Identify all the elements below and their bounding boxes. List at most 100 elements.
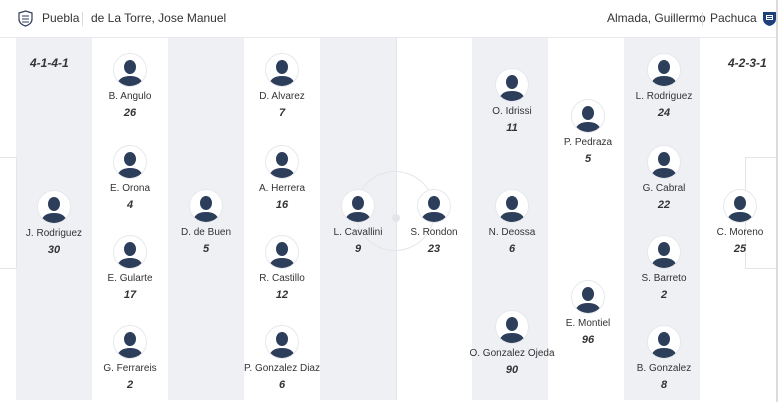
home-player-1[interactable]: J. Rodriguez 30 bbox=[0, 190, 109, 256]
player-avatar[interactable] bbox=[495, 68, 529, 102]
player-number: 16 bbox=[275, 199, 289, 211]
player-number: 2 bbox=[126, 379, 134, 391]
player-name[interactable]: G. Cabral bbox=[642, 183, 686, 194]
player-number: 17 bbox=[123, 289, 137, 301]
player-silhouette-icon bbox=[651, 242, 677, 268]
player-avatar[interactable] bbox=[417, 189, 451, 223]
player-name[interactable]: B. Gonzalez bbox=[636, 363, 692, 374]
away-player-9[interactable]: S. Barreto 2 bbox=[609, 235, 719, 301]
home-team-name[interactable]: Puebla bbox=[42, 11, 80, 25]
player-avatar[interactable] bbox=[571, 99, 605, 133]
player-avatar[interactable] bbox=[37, 190, 71, 224]
player-name[interactable]: E. Gularte bbox=[107, 273, 153, 284]
away-player-7[interactable]: L. Rodriguez 24 bbox=[609, 53, 719, 119]
player-avatar[interactable] bbox=[647, 235, 681, 269]
player-silhouette-icon bbox=[575, 287, 601, 313]
player-number: 5 bbox=[202, 243, 210, 255]
player-silhouette-icon bbox=[651, 152, 677, 178]
player-name[interactable]: O. Gonzalez Ojeda bbox=[469, 348, 555, 359]
away-player-10[interactable]: B. Gonzalez 8 bbox=[609, 325, 719, 391]
player-name[interactable]: D. de Buen bbox=[180, 227, 232, 238]
home-player-8[interactable]: A. Herrera 16 bbox=[227, 145, 337, 211]
player-avatar[interactable] bbox=[571, 280, 605, 314]
player-name[interactable]: C. Moreno bbox=[716, 227, 764, 238]
player-avatar[interactable] bbox=[495, 189, 529, 223]
player-silhouette-icon bbox=[117, 242, 143, 268]
home-player-5[interactable]: G. Ferrareis 2 bbox=[75, 325, 185, 391]
player-name[interactable]: L. Cavallini bbox=[333, 227, 383, 238]
header-divider bbox=[702, 12, 703, 26]
player-name[interactable]: R. Castillo bbox=[259, 273, 305, 284]
home-player-6[interactable]: D. de Buen 5 bbox=[151, 189, 261, 255]
player-avatar[interactable] bbox=[265, 235, 299, 269]
player-avatar[interactable] bbox=[341, 189, 375, 223]
home-player-3[interactable]: E. Orona 4 bbox=[75, 145, 185, 211]
scrollbar[interactable] bbox=[776, 0, 778, 402]
player-silhouette-icon bbox=[651, 60, 677, 86]
home-player-9[interactable]: R. Castillo 12 bbox=[227, 235, 337, 301]
player-avatar[interactable] bbox=[723, 189, 757, 223]
player-silhouette-icon bbox=[269, 332, 295, 358]
player-avatar[interactable] bbox=[647, 53, 681, 87]
home-player-4[interactable]: E. Gularte 17 bbox=[75, 235, 185, 301]
player-number: 4 bbox=[126, 199, 134, 211]
player-number: 30 bbox=[47, 244, 61, 256]
player-avatar[interactable] bbox=[113, 145, 147, 179]
player-number: 12 bbox=[275, 289, 289, 301]
player-name[interactable]: E. Orona bbox=[109, 183, 151, 194]
away-team-name[interactable]: Pachuca bbox=[710, 11, 757, 25]
player-name[interactable]: P. Pedraza bbox=[563, 137, 613, 148]
player-name[interactable]: J. Rodriguez bbox=[25, 228, 83, 239]
player-name[interactable]: P. Gonzalez Diaz bbox=[244, 363, 320, 374]
player-name[interactable]: A. Herrera bbox=[258, 183, 306, 194]
player-avatar[interactable] bbox=[265, 325, 299, 359]
player-number: 9 bbox=[354, 243, 362, 255]
player-number: 24 bbox=[657, 107, 671, 119]
player-name[interactable]: B. Angulo bbox=[108, 91, 152, 102]
player-avatar[interactable] bbox=[647, 145, 681, 179]
player-number: 5 bbox=[584, 153, 592, 165]
away-coach-name[interactable]: Almada, Guillermo bbox=[607, 11, 706, 25]
away-player-5[interactable]: P. Pedraza 5 bbox=[533, 99, 643, 165]
player-avatar[interactable] bbox=[495, 310, 529, 344]
puebla-crest-icon bbox=[18, 10, 33, 27]
player-name[interactable]: D. Alvarez bbox=[259, 91, 305, 102]
player-name[interactable]: N. Deossa bbox=[488, 227, 536, 238]
player-avatar[interactable] bbox=[113, 325, 147, 359]
pachuca-crest-icon bbox=[763, 12, 776, 26]
player-avatar[interactable] bbox=[189, 189, 223, 223]
player-avatar[interactable] bbox=[265, 53, 299, 87]
player-number: 8 bbox=[660, 379, 668, 391]
player-name[interactable]: S. Rondon bbox=[410, 227, 458, 238]
player-silhouette-icon bbox=[421, 196, 447, 222]
player-avatar[interactable] bbox=[113, 235, 147, 269]
player-name[interactable]: O. Idrissi bbox=[492, 106, 532, 117]
player-name[interactable]: L. Rodriguez bbox=[635, 91, 693, 102]
player-number: 96 bbox=[581, 334, 595, 346]
player-avatar[interactable] bbox=[265, 145, 299, 179]
home-player-11[interactable]: L. Cavallini 9 bbox=[303, 189, 413, 255]
player-silhouette-icon bbox=[117, 60, 143, 86]
player-name[interactable]: G. Ferrareis bbox=[103, 363, 157, 374]
player-name[interactable]: S. Barreto bbox=[641, 273, 687, 284]
player-avatar[interactable] bbox=[647, 325, 681, 359]
away-formation: 4-2-3-1 bbox=[728, 56, 767, 70]
player-silhouette-icon bbox=[117, 332, 143, 358]
player-silhouette-icon bbox=[269, 242, 295, 268]
player-name[interactable]: E. Montiel bbox=[565, 318, 611, 329]
home-coach-name[interactable]: de La Torre, Jose Manuel bbox=[91, 11, 227, 25]
player-avatar[interactable] bbox=[113, 53, 147, 87]
player-number: 2 bbox=[660, 289, 668, 301]
away-player-6[interactable]: E. Montiel 96 bbox=[533, 280, 643, 346]
away-player-3[interactable]: N. Deossa 6 bbox=[457, 189, 567, 255]
player-number: 6 bbox=[508, 243, 516, 255]
